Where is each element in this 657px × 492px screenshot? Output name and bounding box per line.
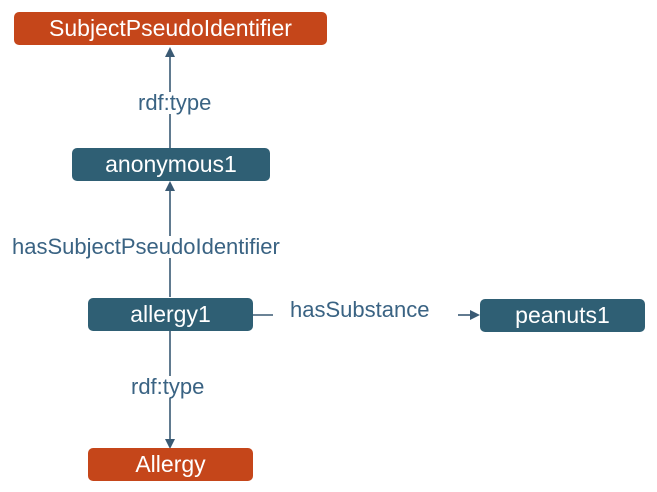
edge-label-allergy1-type: rdf:type [129, 374, 207, 399]
edge-label-has-substance: hasSubstance [286, 299, 434, 321]
node-subject-pseudo-identifier: SubjectPseudoIdentifier [14, 12, 327, 45]
edge-label-anonymous1-type: rdf:type [136, 90, 214, 115]
node-allergy1: allergy1 [88, 298, 253, 331]
arrowhead-right-icon [470, 310, 480, 320]
arrowhead-up-icon [165, 47, 175, 57]
node-allergy-class: Allergy [88, 448, 253, 481]
node-peanuts1: peanuts1 [480, 299, 645, 332]
arrowhead-up-icon [165, 181, 175, 191]
arrowhead-down-icon [165, 439, 175, 449]
node-anonymous1: anonymous1 [72, 148, 270, 181]
edge-label-has-subject-pseudo-identifier: hasSubjectPseudoIdentifier [10, 234, 282, 259]
